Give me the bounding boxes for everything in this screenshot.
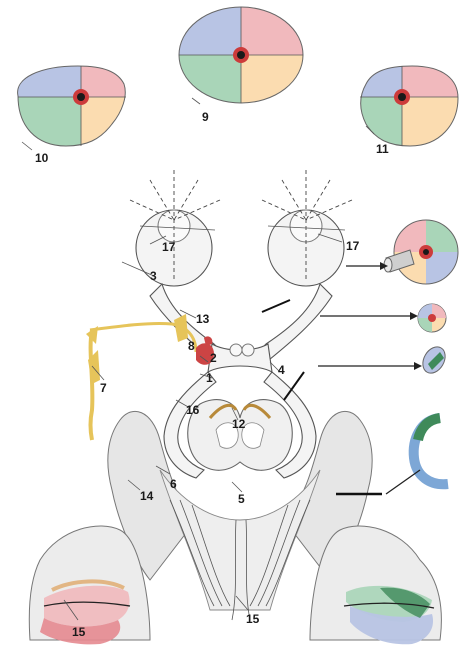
left-occipital-lobe — [29, 526, 150, 644]
label-5: 5 — [238, 492, 245, 506]
label-15-left: 15 — [72, 625, 86, 639]
visual-field-right — [355, 60, 461, 157]
cross-section-small — [418, 304, 446, 332]
left-eye — [130, 170, 220, 286]
label-4: 4 — [278, 363, 285, 377]
cross-section-cylinder — [384, 220, 458, 284]
label-11: 11 — [376, 142, 389, 156]
label-7: 7 — [100, 381, 107, 395]
right-occipital-lobe — [310, 526, 441, 644]
label-3: 3 — [150, 269, 157, 283]
cross-section-oval — [418, 343, 449, 377]
label-6: 6 — [170, 477, 177, 491]
label-10: 10 — [35, 151, 49, 165]
label-8: 8 — [188, 339, 195, 353]
visual-field-left — [10, 60, 141, 157]
brainstem — [188, 400, 293, 471]
right-eye — [262, 170, 352, 286]
label-14: 14 — [140, 489, 154, 503]
visual-field-center — [178, 6, 304, 104]
cross-section-arc — [414, 418, 448, 484]
label-17-right: 17 — [346, 239, 360, 253]
label-12: 12 — [232, 417, 246, 431]
label-9: 9 — [202, 110, 209, 124]
label-2: 2 — [210, 351, 217, 365]
label-1: 1 — [206, 371, 213, 385]
label-16: 16 — [186, 403, 200, 417]
label-17-left: 17 — [162, 240, 176, 254]
label-13: 13 — [196, 312, 210, 326]
label-15-center: 15 — [246, 612, 260, 626]
